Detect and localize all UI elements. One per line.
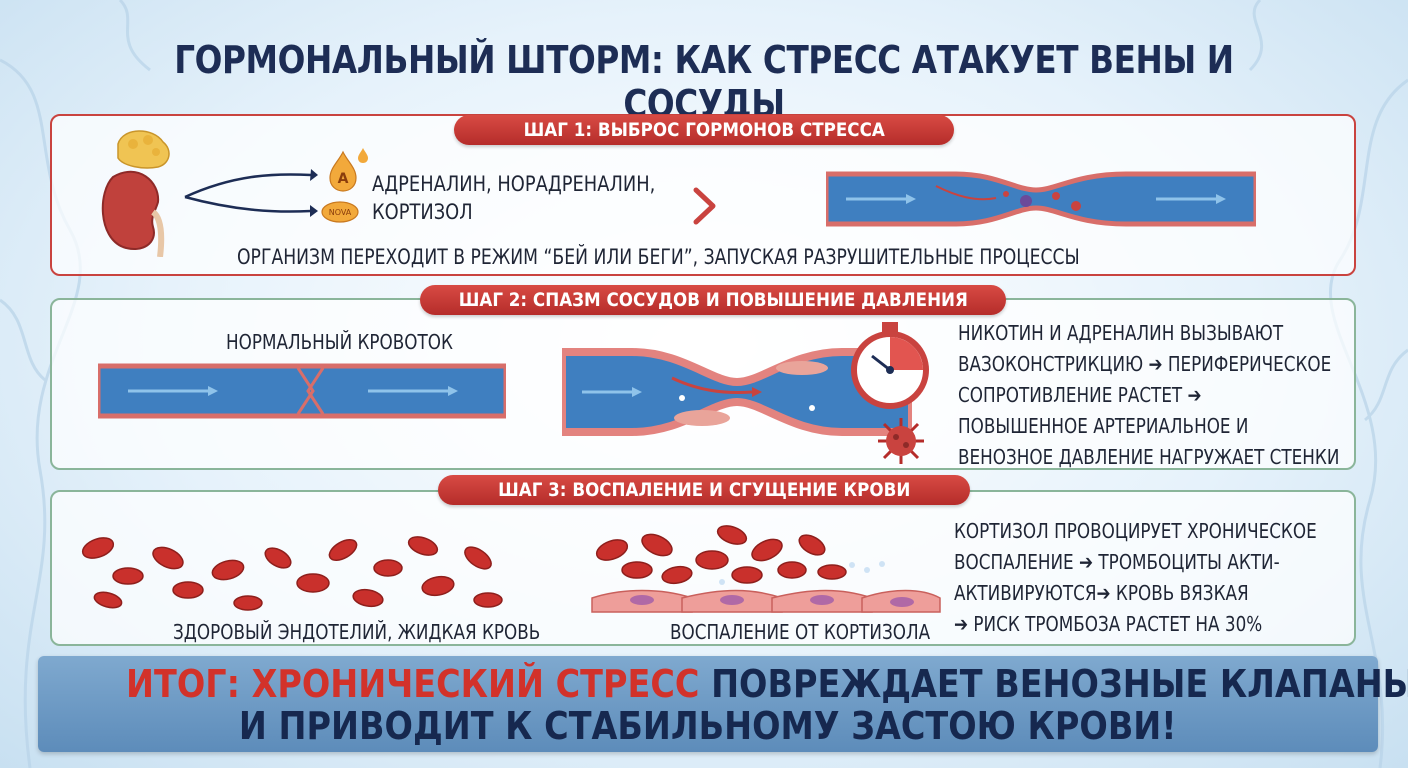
step3-text-block: КОРТИЗОЛ ПРОВОЦИРУЕТ ХРОНИЧЕСКОЕ ВОСПАЛЕ…: [954, 516, 1317, 640]
step2-label: ШАГ 2: СПАЗМ СОСУДОВ И ПОВЫШЕНИЕ ДАВЛЕНИ…: [458, 289, 968, 311]
normal-flow-label: НОРМАЛЬНЫЙ КРОВОТОК: [226, 330, 453, 354]
summary-line1: ИТОГ: ХРОНИЧЕСКИЙ СТРЕСС ПОВРЕЖДАЕТ ВЕНО…: [38, 662, 1408, 706]
page-title: ГОРМОНАЛЬНЫЙ ШТОРМ: КАК СТРЕСС АТАКУЕТ В…: [174, 38, 1234, 126]
step3-text-line: ВОСПАЛЕНИЕ ➔ ТРОМБОЦИТЫ АКТИ-: [954, 550, 1280, 574]
inflammation-label: ВОСПАЛЕНИЕ ОТ КОРТИЗОЛА: [670, 620, 931, 644]
step3-ribbon: ШАГ 3: ВОСПАЛЕНИЕ И СГУЩЕНИЕ КРОВИ: [438, 475, 970, 505]
chevron-right-icon: [693, 187, 716, 225]
hormone-drops-icon: A NOVA: [321, 148, 368, 223]
step3-text-line: АКТИВИРУЮТСЯ➔ КРОВЬ ВЯЗКАЯ: [954, 581, 1249, 605]
step1-ribbon: ШАГ 1: ВЫБРОС ГОРМОНОВ СТРЕССА: [454, 115, 954, 145]
step3-text-line: КОРТИЗОЛ ПРОВОЦИРУЕТ ХРОНИЧЕСКОЕ: [954, 519, 1317, 543]
step1-caption: ОРГАНИЗМ ПЕРЕХОДИТ В РЕЖИМ “БЕЙ ИЛИ БЕГИ…: [237, 245, 1080, 269]
drop-b-text: NOVA: [329, 208, 352, 217]
summary-navy-part: ПОВРЕЖДАЕТ ВЕНОЗНЫЕ КЛАПАНЫ: [699, 662, 1408, 706]
spasm-vessel-icon: [562, 348, 912, 436]
vessel-constriction-icon: [826, 171, 1256, 227]
healthy-label: ЗДОРОВЫЙ ЭНДОТЕЛИЙ, ЖИДКАЯ КРОВЬ: [173, 620, 541, 644]
step2-text-line: ПОВЫШЕННОЕ АРТЕРИАЛЬНОЕ И: [958, 414, 1249, 438]
summary-line2-text: И ПРИВОДИТ К СТАБИЛЬНОМУ ЗАСТОЮ КРОВИ!: [239, 704, 1177, 748]
step2-text-line: ВАЗОКОНСТРИКЦИЮ ➔ ПЕРИФЕРИЧЕСКОЕ: [958, 352, 1332, 376]
kidney-icon: [101, 130, 170, 257]
summary-banner: ИТОГ: ХРОНИЧЕСКИЙ СТРЕСС ПОВРЕЖДАЕТ ВЕНО…: [38, 656, 1408, 752]
virus-icon: [878, 418, 924, 464]
step2-text-line: НИКОТИН И АДРЕНАЛИН ВЫЗЫВАЮТ: [958, 321, 1284, 345]
step1-label: ШАГ 1: ВЫБРОС ГОРМОНОВ СТРЕССА: [523, 119, 885, 141]
step3-text-line: ➔ РИСК ТРОМБОЗА РАСТЕТ НА 30%: [954, 612, 1263, 636]
inflamed-blood-clot-icon: [591, 525, 941, 613]
hormones-line2: КОРТИЗОЛ: [372, 200, 473, 224]
step2-text-line: ВЕНОЗНОЕ ДАВЛЕНИЕ НАГРУЖАЕТ СТЕНКИ: [958, 445, 1340, 469]
step2-ribbon: ШАГ 2: СПАЗМ СОСУДОВ И ПОВЫШЕНИЕ ДАВЛЕНИ…: [420, 285, 1006, 315]
stopwatch-icon: [851, 322, 929, 409]
healthy-blood-cells-icon: [81, 536, 503, 611]
hormone-arrows-icon: [184, 169, 318, 217]
summary-red-part: ИТОГ: ХРОНИЧЕСКИЙ СТРЕСС: [126, 662, 700, 706]
summary-line2: И ПРИВОДИТ К СТАБИЛЬНОМУ ЗАСТОЮ КРОВИ!: [38, 704, 1378, 748]
step2-text-line: СОПРОТИВЛЕНИЕ РАСТЕТ ➔: [958, 383, 1202, 407]
step2-text-block: НИКОТИН И АДРЕНАЛИН ВЫЗЫВАЮТ ВАЗОКОНСТРИ…: [958, 318, 1339, 473]
normal-vessel-icon: [98, 363, 506, 419]
step3-label: ШАГ 3: ВОСПАЛЕНИЕ И СГУЩЕНИЕ КРОВИ: [497, 479, 911, 501]
drop-a-text: A: [338, 171, 349, 187]
hormones-line1: АДРЕНАЛИН, НОРАДРЕНАЛИН,: [372, 172, 656, 196]
